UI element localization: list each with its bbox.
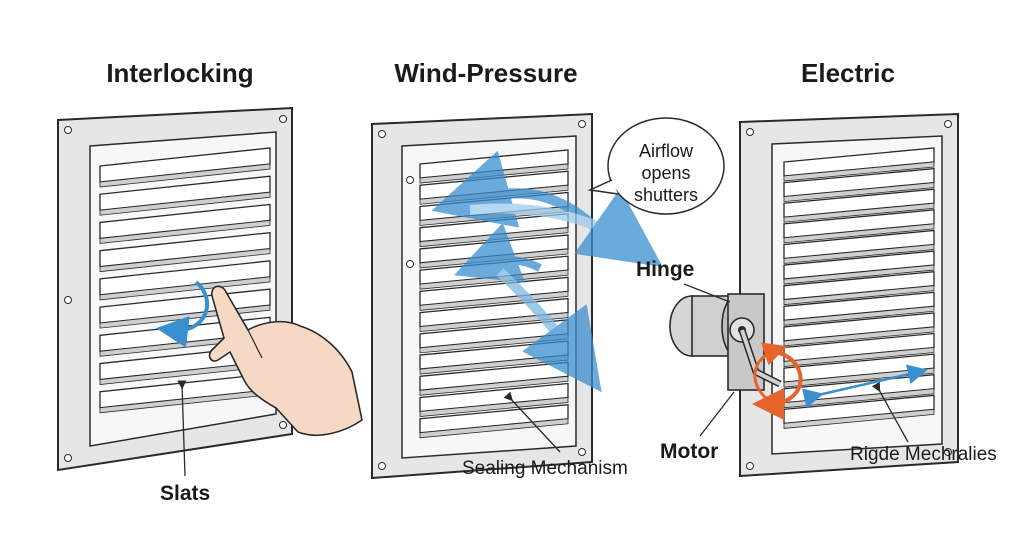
slat-shadow xyxy=(783,285,935,306)
slat-shadow xyxy=(783,408,935,429)
slat-shadow xyxy=(783,182,935,203)
label-hinge: Hinge xyxy=(636,258,695,281)
interlocking-shutter xyxy=(57,106,363,477)
label-slats: Slats xyxy=(160,482,211,505)
bubble-text: Airflow opens shutters xyxy=(618,140,714,206)
slats-pointer xyxy=(177,380,187,477)
slat-shadow xyxy=(419,418,569,439)
label-sealing-mechanism: Sealing Mechanism xyxy=(462,458,628,479)
label-ridge-mechanism: Rigde Mechralies xyxy=(850,444,997,465)
speech-bubble xyxy=(587,117,725,215)
slat-shadow xyxy=(783,161,935,182)
ridge-pointer xyxy=(871,381,909,443)
slat-shadow xyxy=(783,264,935,285)
slat-shadow xyxy=(99,248,271,273)
bubble-line-1: Airflow xyxy=(638,141,693,161)
hinge-pointer xyxy=(683,283,731,303)
airflow-arrows xyxy=(431,150,663,393)
slide-arrow-icon xyxy=(802,364,928,408)
slat-shadow xyxy=(783,244,935,264)
sealing-pointer xyxy=(503,391,561,453)
slat-shadow xyxy=(783,223,935,244)
hand-icon xyxy=(208,285,363,436)
rotate-arrow-icon xyxy=(156,280,209,348)
bubble-line-3: shutters xyxy=(633,185,699,205)
title-wind-pressure: Wind-Pressure xyxy=(394,58,578,88)
slat-shadow xyxy=(99,163,271,188)
wind-pressure-shutter xyxy=(371,112,725,480)
rotation-arrow-icon-2 xyxy=(753,342,788,400)
slat-shadow xyxy=(99,191,271,216)
slat-shadow xyxy=(99,276,271,301)
title-electric: Electric xyxy=(801,58,895,88)
slat-shadow xyxy=(783,305,935,326)
label-motor: Motor xyxy=(660,440,719,463)
slat-shadow xyxy=(99,219,271,244)
title-interlocking: Interlocking xyxy=(106,58,254,88)
motor-pointer xyxy=(699,391,735,437)
slat-shadow xyxy=(419,397,569,417)
electric-shutter xyxy=(669,112,959,478)
motor-icon xyxy=(669,293,782,391)
bubble-line-2: opens xyxy=(641,163,691,183)
slat-shadow xyxy=(783,202,935,223)
